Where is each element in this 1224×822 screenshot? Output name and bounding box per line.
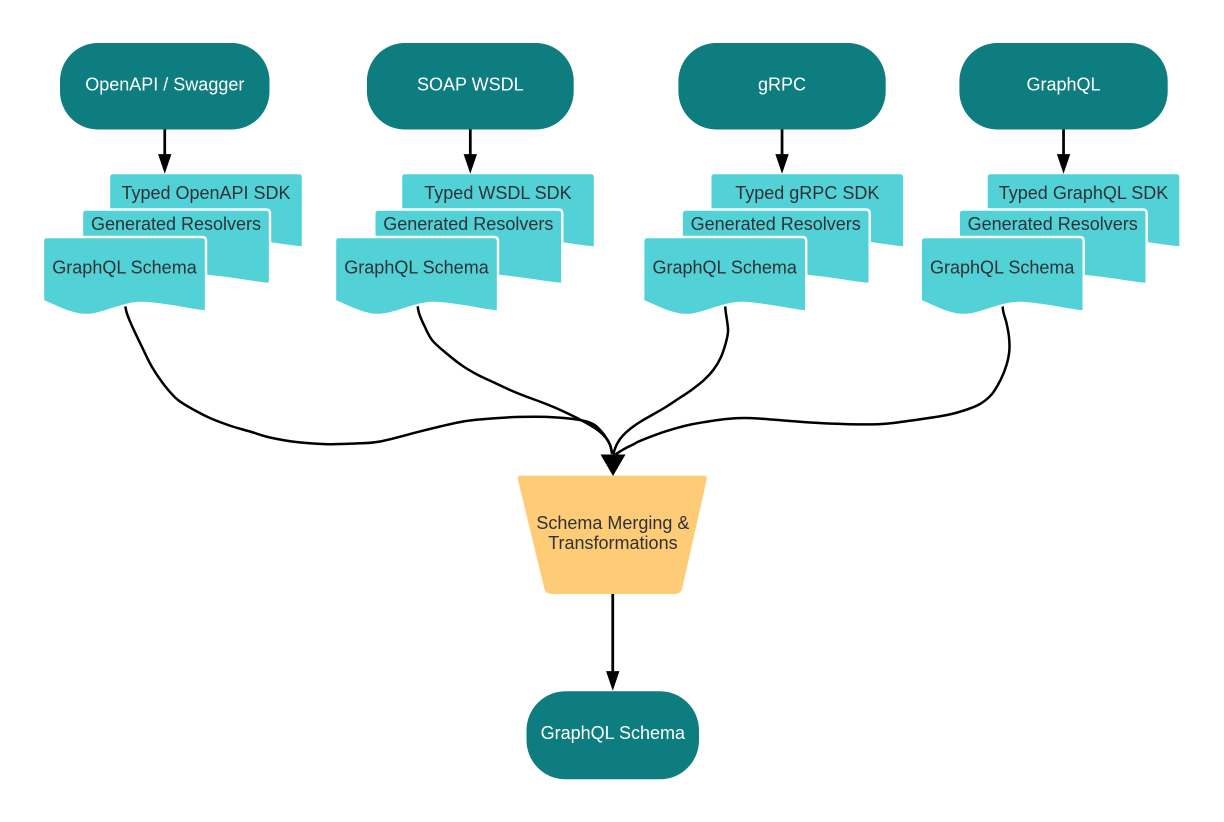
svg-text:GraphQL Schema: GraphQL Schema [541, 723, 686, 743]
svg-text:Generated Resolvers: Generated Resolvers [968, 214, 1138, 234]
svg-text:Typed gRPC SDK: Typed gRPC SDK [735, 183, 879, 203]
svg-text:Generated Resolvers: Generated Resolvers [91, 214, 261, 234]
svg-text:Generated Resolvers: Generated Resolvers [691, 214, 861, 234]
svg-text:SOAP WSDL: SOAP WSDL [417, 74, 524, 94]
svg-text:Transformations: Transformations [548, 533, 677, 553]
svg-text:GraphQL Schema: GraphQL Schema [52, 258, 197, 278]
svg-text:Schema Merging &: Schema Merging & [536, 513, 689, 533]
svg-text:Typed OpenAPI SDK: Typed OpenAPI SDK [121, 183, 290, 203]
svg-text:gRPC: gRPC [758, 74, 806, 94]
svg-text:GraphQL Schema: GraphQL Schema [344, 258, 489, 278]
svg-text:Typed WSDL SDK: Typed WSDL SDK [424, 183, 571, 203]
svg-text:GraphQL Schema: GraphQL Schema [930, 258, 1075, 278]
svg-text:Typed GraphQL SDK: Typed GraphQL SDK [999, 183, 1168, 203]
svg-text:OpenAPI / Swagger: OpenAPI / Swagger [85, 74, 244, 94]
svg-text:GraphQL: GraphQL [1026, 74, 1100, 94]
svg-text:Generated Resolvers: Generated Resolvers [383, 214, 553, 234]
svg-text:GraphQL Schema: GraphQL Schema [652, 258, 797, 278]
